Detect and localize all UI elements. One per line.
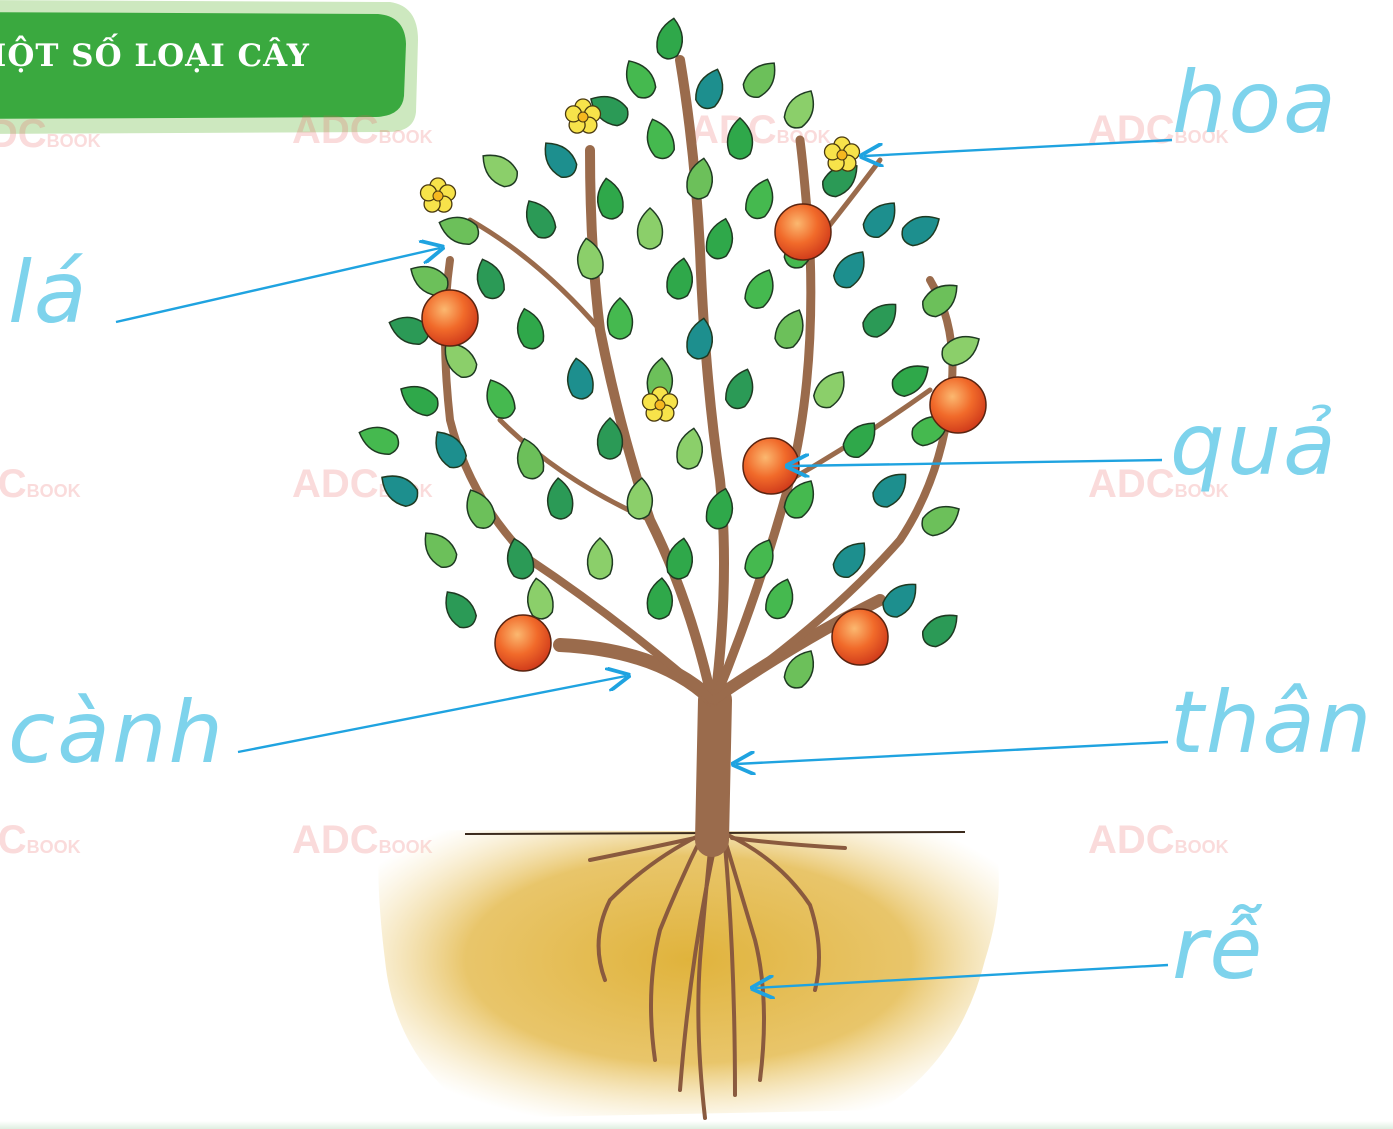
leaf: [742, 175, 779, 222]
label-branch: cành: [8, 690, 225, 776]
leaf: [917, 606, 964, 651]
leaf: [937, 328, 985, 370]
label-fruit: quả: [1170, 402, 1338, 488]
leaf: [674, 426, 706, 471]
leaf: [471, 255, 508, 302]
leaf: [564, 356, 596, 401]
leaf: [887, 357, 935, 401]
leaf: [858, 195, 903, 242]
fruit: [422, 290, 478, 346]
label-trunk: thân: [1170, 680, 1373, 766]
leaf: [536, 135, 581, 182]
leaf: [771, 305, 811, 353]
leaf: [868, 466, 915, 513]
leaf: [435, 211, 482, 248]
label-root: rễ: [1172, 906, 1264, 992]
leaf: [722, 365, 759, 412]
leaf: [524, 576, 556, 621]
arrow-leaf: [116, 248, 440, 322]
leaf: [641, 115, 678, 162]
flower: [825, 137, 860, 171]
leaf: [479, 375, 519, 423]
fruit: [495, 615, 551, 671]
leaf: [703, 486, 738, 532]
leaf: [416, 525, 461, 572]
leaf: [646, 577, 674, 620]
leaf: [355, 421, 402, 458]
flower: [421, 178, 456, 212]
leaf: [838, 415, 883, 462]
leaf: [703, 216, 738, 262]
arrow-fruit: [790, 460, 1162, 466]
leaf: [692, 65, 729, 112]
leaf: [878, 576, 925, 623]
soil: [378, 830, 999, 1118]
label-leaf: lá: [8, 250, 89, 336]
arrow-trunk: [736, 742, 1168, 764]
leaf: [664, 536, 696, 581]
leaf: [594, 176, 626, 221]
fruit: [930, 377, 986, 433]
leaves: [355, 16, 985, 693]
leaf: [897, 208, 945, 250]
leaf: [375, 467, 423, 511]
leaf: [574, 236, 606, 281]
leaf: [654, 16, 686, 61]
page-footer: [0, 1121, 1393, 1129]
fruit: [775, 204, 831, 260]
leaf: [809, 365, 853, 413]
leaf: [618, 55, 660, 103]
flower: [643, 387, 678, 421]
leaf: [738, 55, 783, 102]
leaf: [502, 536, 537, 582]
leaf: [512, 436, 547, 482]
leaf: [518, 195, 560, 243]
leaf: [395, 378, 443, 420]
leaf: [638, 208, 663, 249]
leaf: [829, 245, 873, 293]
leaf: [664, 256, 696, 301]
label-flower: hoa: [1172, 60, 1338, 146]
leaf: [608, 298, 633, 339]
leaf: [762, 575, 799, 622]
leaf: [475, 146, 522, 191]
leaf: [780, 85, 822, 133]
leaf: [917, 276, 964, 321]
leaf: [437, 585, 481, 633]
leaf: [858, 296, 905, 343]
fruit: [832, 609, 888, 665]
leaf: [588, 538, 613, 579]
leaf: [684, 316, 716, 361]
leaf: [512, 306, 547, 352]
leaf: [728, 118, 753, 159]
leaf: [741, 265, 781, 313]
leaf: [546, 477, 574, 520]
arrow-flower: [864, 140, 1172, 156]
arrow-branch: [238, 676, 626, 752]
leaf: [626, 477, 654, 520]
